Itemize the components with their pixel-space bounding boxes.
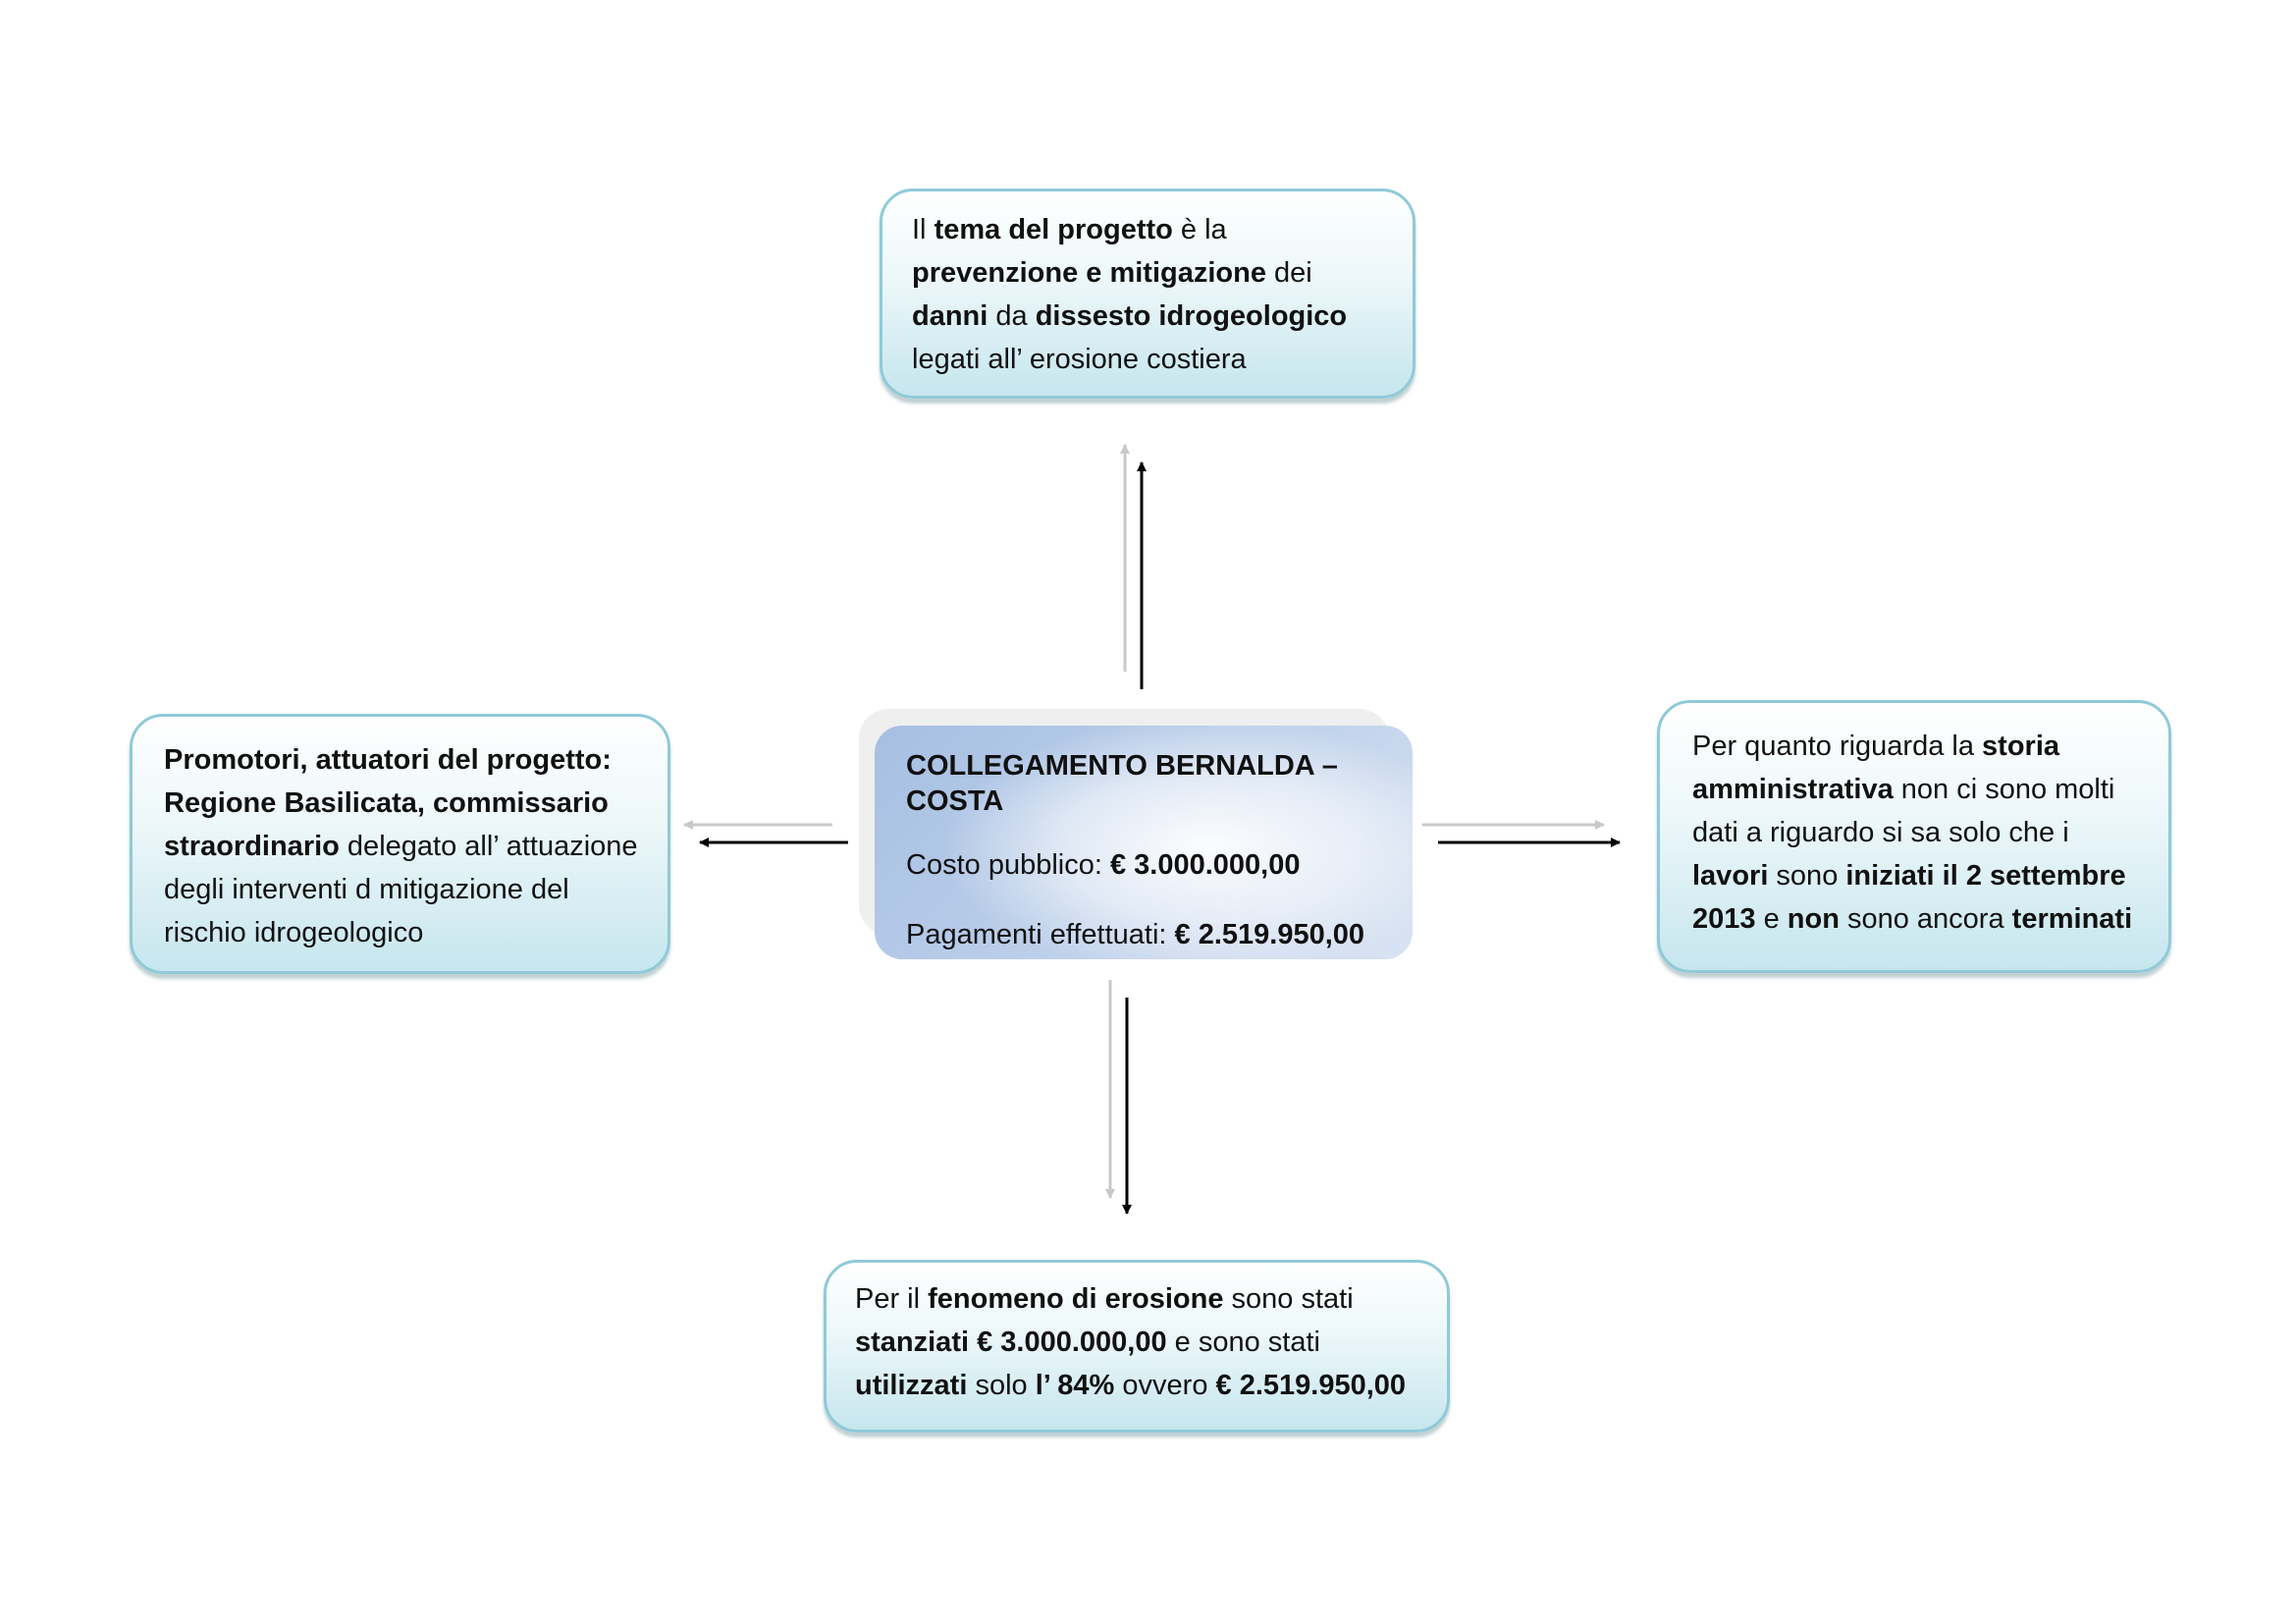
payments-line: Pagamenti effettuati: € 2.519.950,00 — [906, 917, 1393, 952]
text-run: sono ancora — [1839, 903, 2012, 935]
public-cost-value: € 3.000.000,00 — [1109, 849, 1301, 881]
bold-run: dissesto idrogeologico — [1035, 300, 1348, 332]
administrative-history-text: Per quanto riguarda la storia amministra… — [1692, 725, 2149, 941]
promoters-box: Promotori, attuatori del progetto: Regio… — [130, 714, 670, 974]
bold-run: € 2.519.950,00 — [1215, 1370, 1407, 1401]
text-run: non ci sono molti dati a riguardo si sa … — [1692, 774, 2115, 848]
project-theme-box: Il tema del progetto è la prevenzione e … — [880, 189, 1415, 399]
text-run: e sono stati — [1166, 1326, 1320, 1358]
project-title: COLLEGAMENTO BERNALDA – COSTA — [906, 750, 1338, 817]
payments-label: Pagamenti effettuati: — [906, 919, 1167, 950]
text-run: Per quanto riguarda la — [1692, 731, 1983, 762]
text-run: ovvero — [1114, 1370, 1216, 1401]
bold-run: non — [1787, 903, 1840, 935]
project-theme-text: Il tema del progetto è la prevenzione e … — [912, 208, 1389, 381]
bold-run: terminati — [2011, 903, 2133, 935]
bold-run: danni — [912, 300, 988, 332]
center-project-box: COLLEGAMENTO BERNALDA – COSTA Costo pubb… — [875, 726, 1413, 959]
bold-run: fenomeno di erosione — [928, 1283, 1224, 1315]
text-run: legati all’ erosione costiera — [912, 344, 1247, 375]
text-run: solo — [967, 1370, 1036, 1401]
text-run: dei — [1265, 257, 1312, 289]
bold-run: stanziati € 3.000.000,00 — [855, 1326, 1167, 1358]
bold-run: l’ 84% — [1035, 1370, 1115, 1401]
text-run: Per il — [855, 1283, 929, 1315]
text-run: Il — [912, 214, 934, 245]
public-cost-line: Costo pubblico: € 3.000.000,00 — [906, 847, 1393, 883]
promoters-text: Promotori, attuatori del progetto: Regio… — [164, 738, 644, 954]
bold-run: iniziati il 2 settembre 2013 — [1692, 860, 2126, 935]
bold-run: utilizzati — [855, 1370, 968, 1401]
payments-value: € 2.519.950,00 — [1174, 919, 1365, 950]
erosion-funding-box: Per il fenomeno di erosione sono stati s… — [824, 1260, 1450, 1433]
administrative-history-box: Per quanto riguarda la storia amministra… — [1657, 700, 2171, 973]
bold-run: prevenzione e mitigazione — [912, 257, 1266, 289]
text-run: da — [988, 300, 1036, 332]
bold-run: tema del progetto — [934, 214, 1173, 245]
bold-run: Promotori, attuatori del progetto: Regio… — [164, 744, 612, 862]
erosion-funding-text: Per il fenomeno di erosione sono stati s… — [855, 1277, 1427, 1407]
text-run: è la — [1172, 214, 1227, 245]
text-run: sono — [1768, 860, 1846, 892]
text-run: e — [1755, 903, 1788, 935]
text-run: delegato all’ attuazione degli intervent… — [164, 831, 638, 948]
bold-run: lavori — [1692, 860, 1769, 892]
bold-run: storia amministrativa — [1692, 731, 2060, 805]
public-cost-label: Costo pubblico: — [906, 849, 1102, 881]
text-run: sono stati — [1223, 1283, 1354, 1315]
